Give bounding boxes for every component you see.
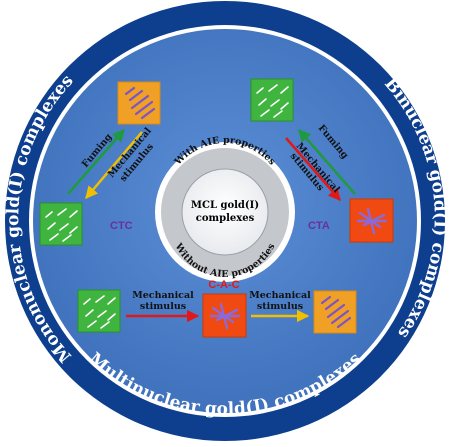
- crystal-box-cta-top: [250, 78, 294, 122]
- crystal-needles: [256, 84, 289, 118]
- crystal-stack: [320, 295, 352, 329]
- cac-mech2-label-2: stimulus: [257, 301, 303, 312]
- crystal-box-cta-bottom: [349, 198, 394, 243]
- cta-mechanical-arrow: [285, 137, 341, 201]
- crystal-stack: [124, 86, 156, 120]
- center-core-line1: MCL gold(I): [191, 200, 259, 211]
- crystal-needles: [83, 295, 116, 329]
- cta-mode-label: CTA: [308, 220, 330, 232]
- cac-mech1-label-1: Mechanical: [132, 290, 194, 301]
- crystal-box-cac-left: [77, 289, 121, 333]
- cac-mode-label: C-A-C: [208, 279, 239, 291]
- cac-mech2-label-1: Mechanical: [249, 290, 311, 301]
- crystal-green-icon: [250, 78, 294, 122]
- crystal-box-ctc-top: [117, 81, 161, 125]
- crystal-needles: [45, 208, 78, 242]
- crystal-green-icon: [39, 202, 83, 246]
- crystal-box-ctc-bottom: [39, 202, 83, 246]
- crystal-green-icon: [77, 289, 121, 333]
- center-core: [181, 168, 269, 256]
- cac-mech1-label-2: stimulus: [140, 301, 186, 312]
- ctc-fuming-arrow: [67, 129, 125, 195]
- crystal-box-cac-right: [313, 290, 357, 334]
- crystal-box-cac-middle: [202, 293, 247, 338]
- crystal-scatter: [356, 207, 388, 235]
- center-core-line2: complexes: [196, 213, 255, 224]
- ctc-mode-label: CTC: [110, 220, 133, 232]
- cta-fuming-arrow: [298, 129, 356, 195]
- ctc-mechanical-arrow: [85, 131, 143, 199]
- crystal-scatter: [209, 302, 241, 330]
